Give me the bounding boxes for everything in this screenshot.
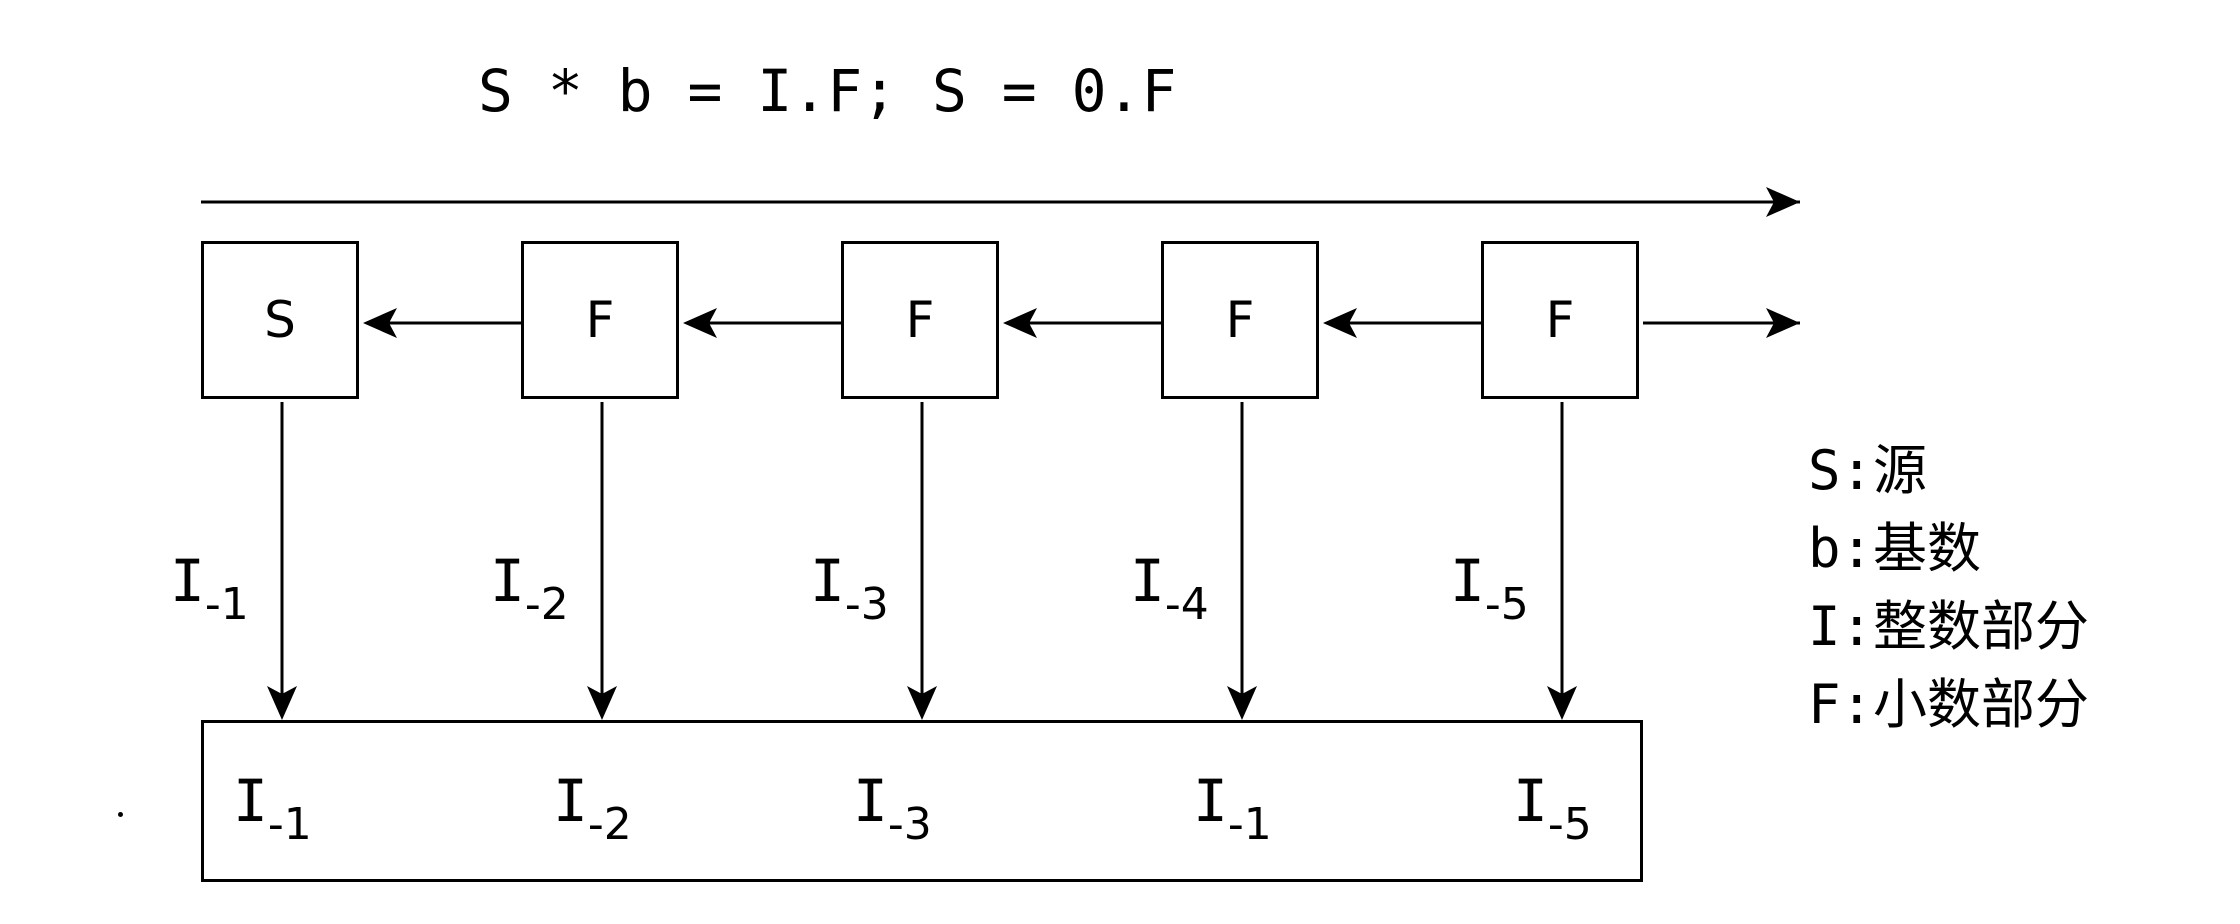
chain-box-fraction-1: F bbox=[521, 241, 679, 399]
output-item-sub: -5 bbox=[1547, 799, 1592, 850]
legend-key: S bbox=[1808, 439, 1841, 502]
down-arrows bbox=[267, 402, 1577, 720]
down-label-sub: -5 bbox=[1484, 579, 1529, 630]
down-label-sub: -2 bbox=[524, 579, 569, 630]
chain-box-label: F bbox=[1225, 291, 1255, 349]
output-item-4: I-1 bbox=[1193, 772, 1272, 847]
legend-def: 基数 bbox=[1873, 517, 1982, 580]
chain-box-source: S bbox=[201, 241, 359, 399]
chain-box-label: F bbox=[1545, 291, 1575, 349]
outside-mark: . bbox=[118, 812, 123, 817]
chain-box-label: F bbox=[905, 291, 935, 349]
legend-key: I bbox=[1808, 595, 1841, 658]
output-item-base: I bbox=[233, 767, 268, 835]
down-label-sub: -3 bbox=[844, 579, 889, 630]
down-label-sub: -1 bbox=[204, 579, 249, 630]
output-item-base: I bbox=[1193, 767, 1228, 835]
output-item-base: I bbox=[1513, 767, 1548, 835]
legend-sep: : bbox=[1840, 595, 1874, 658]
output-item-sub: -2 bbox=[587, 799, 632, 850]
chain-box-label: S bbox=[264, 291, 296, 349]
output-box bbox=[201, 720, 1643, 882]
down-label-3: I-3 bbox=[810, 552, 889, 627]
down-label-base: I bbox=[170, 547, 205, 615]
chain-box-label: F bbox=[585, 291, 615, 349]
legend-row-base: b:基数 bbox=[1808, 510, 2089, 588]
output-item-sub: -1 bbox=[267, 799, 312, 850]
down-label-1: I-1 bbox=[170, 552, 249, 627]
output-item-1: I-1 bbox=[233, 772, 312, 847]
chain-box-fraction-3: F bbox=[1161, 241, 1319, 399]
chain-box-fraction-4: F bbox=[1481, 241, 1639, 399]
legend-row-source: S:源 bbox=[1808, 432, 2089, 510]
legend-key: F bbox=[1808, 673, 1841, 736]
down-label-base: I bbox=[810, 547, 845, 615]
legend-def: 源 bbox=[1873, 439, 1928, 502]
output-item-base: I bbox=[853, 767, 888, 835]
legend-sep: : bbox=[1840, 439, 1874, 502]
down-label-5: I-5 bbox=[1450, 552, 1529, 627]
down-label-4: I-4 bbox=[1130, 552, 1209, 627]
legend-key: b bbox=[1808, 517, 1841, 580]
output-item-2: I-2 bbox=[553, 772, 632, 847]
legend-def: 小数部分 bbox=[1873, 673, 2090, 736]
legend-sep: : bbox=[1840, 517, 1874, 580]
down-label-base: I bbox=[1130, 547, 1165, 615]
formula: S * b = I.F; S = 0.F bbox=[478, 57, 1177, 125]
output-item-5: I-5 bbox=[1513, 772, 1592, 847]
down-label-2: I-2 bbox=[490, 552, 569, 627]
chain-box-fraction-2: F bbox=[841, 241, 999, 399]
chain-arrows bbox=[363, 308, 1800, 338]
legend-sep: : bbox=[1840, 673, 1874, 736]
output-item-base: I bbox=[553, 767, 588, 835]
output-item-sub: -1 bbox=[1227, 799, 1272, 850]
output-item-3: I-3 bbox=[853, 772, 932, 847]
down-label-sub: -4 bbox=[1164, 579, 1209, 630]
legend-row-fraction: F:小数部分 bbox=[1808, 666, 2089, 744]
legend-row-integer: I:整数部分 bbox=[1808, 588, 2089, 666]
down-label-base: I bbox=[490, 547, 525, 615]
legend: S:源 b:基数 I:整数部分 F:小数部分 bbox=[1808, 432, 2089, 744]
legend-def: 整数部分 bbox=[1873, 595, 2090, 658]
output-item-sub: -3 bbox=[887, 799, 932, 850]
down-label-base: I bbox=[1450, 547, 1485, 615]
